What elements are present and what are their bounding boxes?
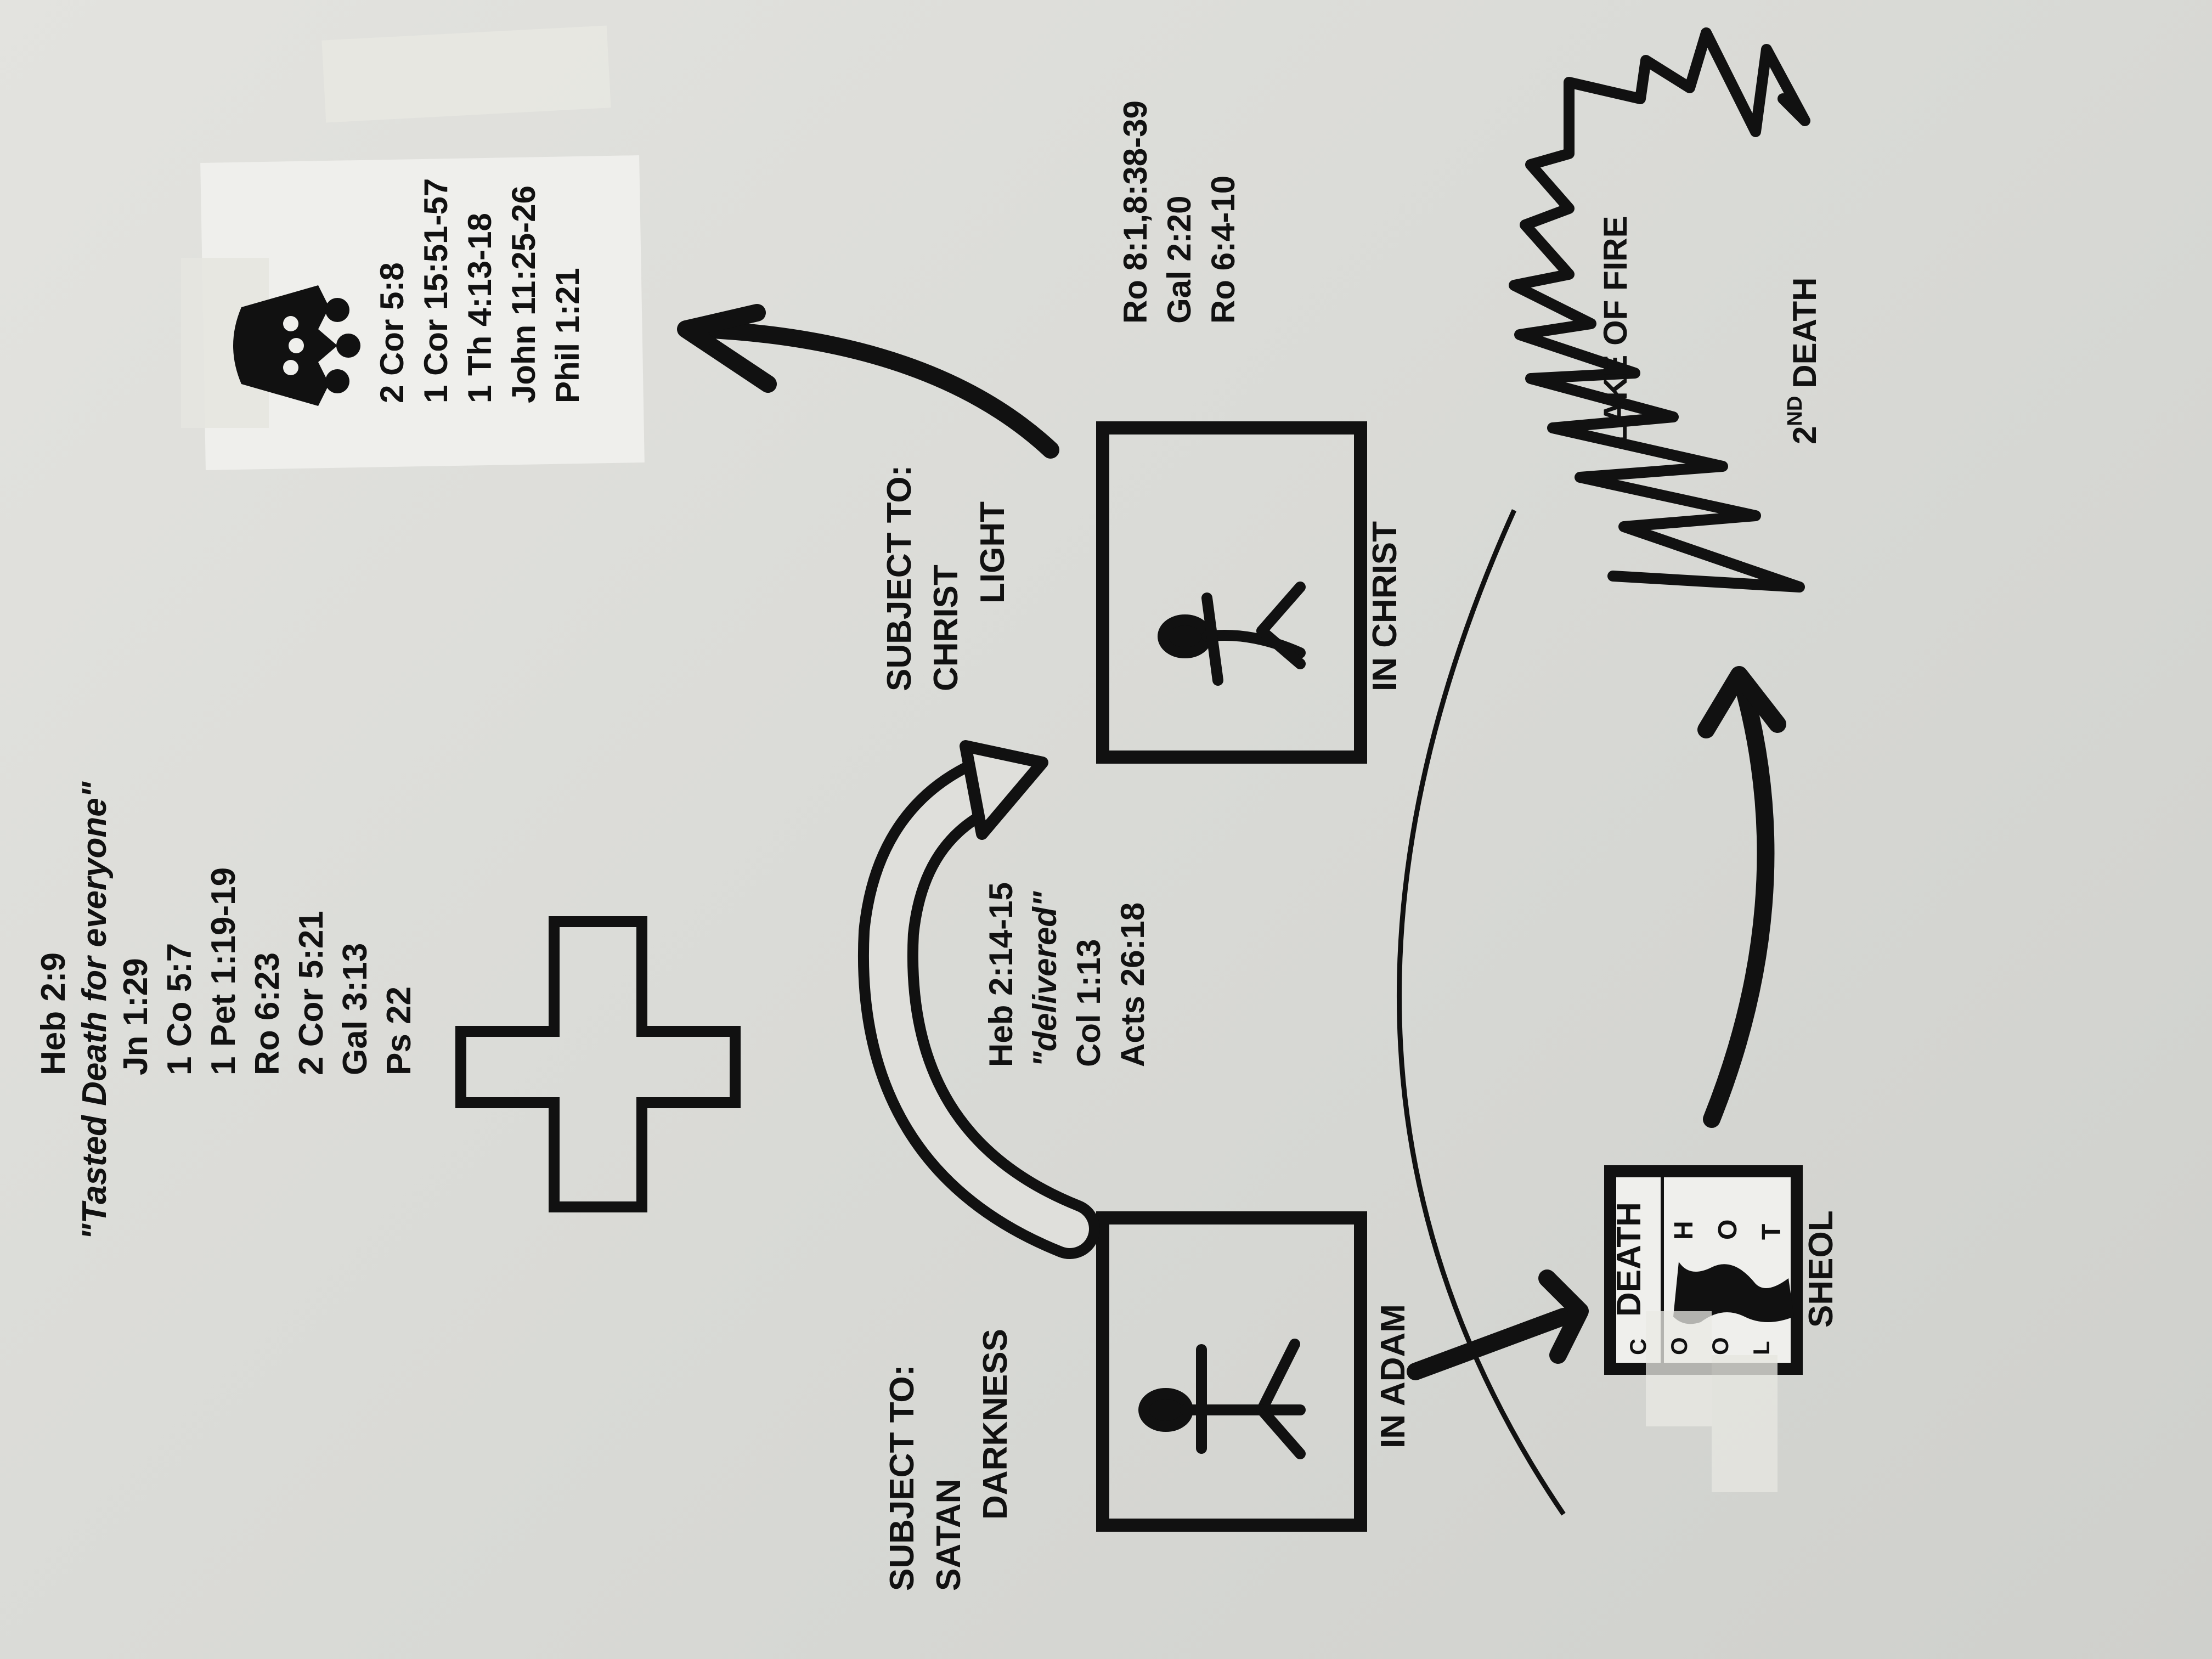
svg-text:2NDDEATH: 2NDDEATH [1784,278,1823,444]
svg-text:Heb 2:14-15: Heb 2:14-15 [983,882,1019,1067]
svg-text:O: O [1713,1220,1742,1240]
christ-box-label: IN CHRIST [1366,521,1404,691]
svg-text:Col 1:13: Col 1:13 [1070,939,1107,1067]
christ-refs: Ro 8:1,8:38-39 Gal 2:20 Ro 6:4-10 [1117,100,1242,324]
tape-strip [1646,1311,1712,1426]
svg-text:SUBJECT TO:: SUBJECT TO: [883,1365,921,1591]
svg-text:C: C [1625,1339,1651,1355]
tape-strip [321,25,611,123]
ref-line: Gal 3:13 [336,943,374,1075]
svg-text:Acts 26:18: Acts 26:18 [1114,902,1151,1067]
svg-text:O: O [1707,1337,1733,1355]
divider-arc [1397,509,1566,1516]
ref-line: 2 Cor 5:8 [374,262,410,403]
ref-line: Ro 8:1,8:38-39 [1117,100,1154,324]
ref-line: Jn 1:29 [117,958,155,1075]
crown-icon [233,285,360,406]
cross-icon [455,916,741,1212]
flame-divider [1673,1262,1794,1324]
death-label: DEATH [1610,1202,1648,1317]
sheol-label: SHEOL [1802,1210,1840,1328]
ref-line: John 11:25-26 [505,185,542,403]
delivered-arrow [858,740,1100,1259]
heaven-arrow [677,304,1059,459]
svg-text:DARKNESS: DARKNESS [977,1329,1014,1520]
svg-text:L: L [1748,1341,1774,1355]
svg-text:SATAN: SATAN [930,1479,968,1591]
death-arrow [1407,1269,1589,1380]
svg-text:T: T [1757,1224,1786,1240]
stick-figure-icon [1138,1339,1306,1459]
crown-card-refs: 2 Cor 5:8 1 Cor 15:51-57 1 Th 4:13-18 Jo… [374,178,586,403]
ref-line: 1 Cor 15:51-57 [417,178,454,403]
lake-of-fire-label: LAKE OF FIRE [1597,216,1634,444]
svg-text:O: O [1666,1337,1692,1355]
svg-text:"delivered": "delivered" [1026,890,1063,1067]
stick-figure-icon [1158,582,1306,686]
cool-word: C O O L [1625,1337,1774,1355]
adam-subject-label: SUBJECT TO: SATAN DARKNESS [883,1329,1014,1591]
ref-line: Ps 22 [380,986,418,1075]
svg-text:CHRIST: CHRIST [927,565,965,691]
svg-text:SUBJECT TO:: SUBJECT TO: [881,465,918,691]
ref-line: Phil 1:21 [549,268,586,403]
ref-line: 1 Pet 1:19-19 [205,867,242,1075]
sheol-box [1604,1165,1803,1492]
christ-subject-label: SUBJECT TO: CHRIST LIGHT [881,465,1012,691]
hot-word: H O T [1669,1220,1786,1240]
delivered-refs: Heb 2:14-15 "delivered" Col 1:13 Acts 26… [983,882,1151,1067]
judgment-arrow [1697,666,1786,1128]
ref-line: 2 Cor 5:21 [292,911,330,1075]
ref-line: 1 Co 5:7 [161,943,199,1075]
svg-text:H: H [1669,1221,1699,1240]
ref-line: Gal 2:20 [1161,196,1198,324]
ref-line: Ro 6:23 [249,952,286,1075]
second-death-label: 2NDDEATH [1784,278,1823,444]
ref-line: Ro 6:4-10 [1205,176,1242,324]
svg-text:LIGHT: LIGHT [974,501,1012,603]
flames-icon [1509,27,1810,592]
tape-strip [1712,1355,1778,1492]
adam-box [1096,1211,1367,1532]
top-refs: Heb 2:9 "Tasted Death for everyone" Jn 1… [35,781,418,1240]
top-refs-quote: "Tasted Death for everyone" [76,781,114,1240]
adam-box-label: IN ADAM [1374,1304,1412,1448]
christ-box [1096,421,1367,764]
top-refs-heading: Heb 2:9 [35,952,72,1075]
ref-line: 1 Th 4:13-18 [461,213,498,403]
